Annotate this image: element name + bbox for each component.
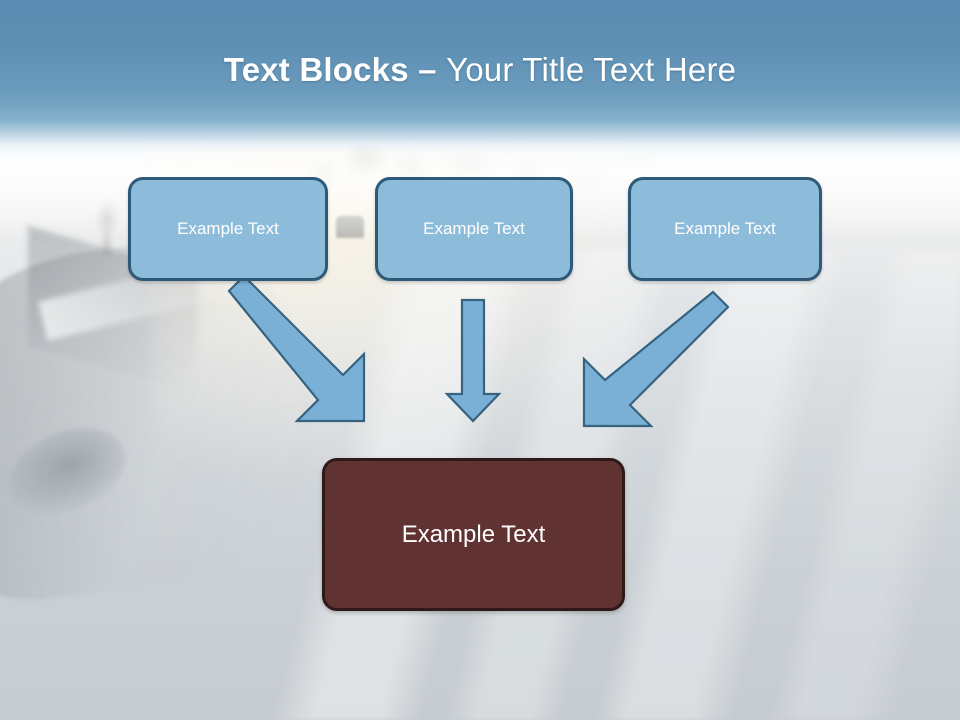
page-title: Text Blocks – Your Title Text Here <box>0 50 960 90</box>
text-block-2-label: Example Text <box>423 219 525 238</box>
text-block-3-label: Example Text <box>674 219 776 238</box>
text-block-3[interactable]: Example Text <box>628 177 822 281</box>
page-title-light: Your Title Text Here <box>446 51 737 88</box>
page-title-strong: Text Blocks <box>223 51 419 88</box>
text-block-result-label: Example Text <box>401 520 546 548</box>
text-block-result[interactable]: Example Text <box>322 458 625 611</box>
page-title-separator: – <box>418 51 447 88</box>
text-block-1-label: Example Text <box>177 219 279 238</box>
text-block-1[interactable]: Example Text <box>128 177 328 281</box>
text-block-2[interactable]: Example Text <box>375 177 573 281</box>
